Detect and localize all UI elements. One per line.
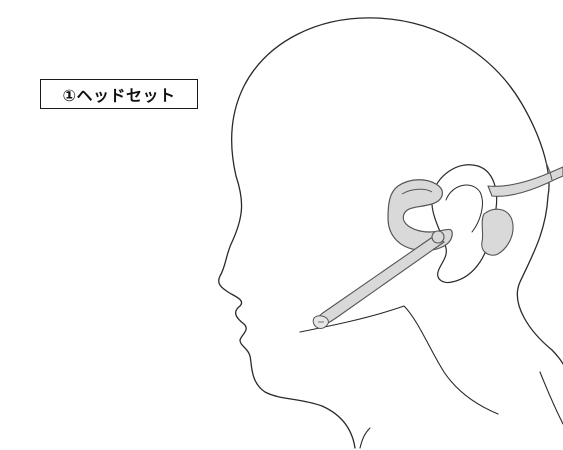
headset-rear-pod bbox=[481, 208, 514, 256]
headset-label-box: ①ヘッドセット bbox=[40, 79, 198, 109]
neck-front-line bbox=[359, 427, 371, 449]
ear-inner-fold bbox=[445, 184, 483, 233]
headset-band-edge bbox=[545, 161, 553, 181]
headset-band bbox=[487, 166, 563, 197]
headset-label: ①ヘッドセット bbox=[62, 86, 176, 105]
microphone-boom bbox=[315, 235, 445, 327]
neck-back-line bbox=[539, 371, 563, 425]
headset-earpiece-inner bbox=[401, 188, 433, 195]
head-outline bbox=[218, 17, 563, 449]
jaw-line bbox=[299, 305, 499, 415]
boom-pivot bbox=[431, 230, 445, 244]
ear-outline bbox=[431, 164, 498, 284]
